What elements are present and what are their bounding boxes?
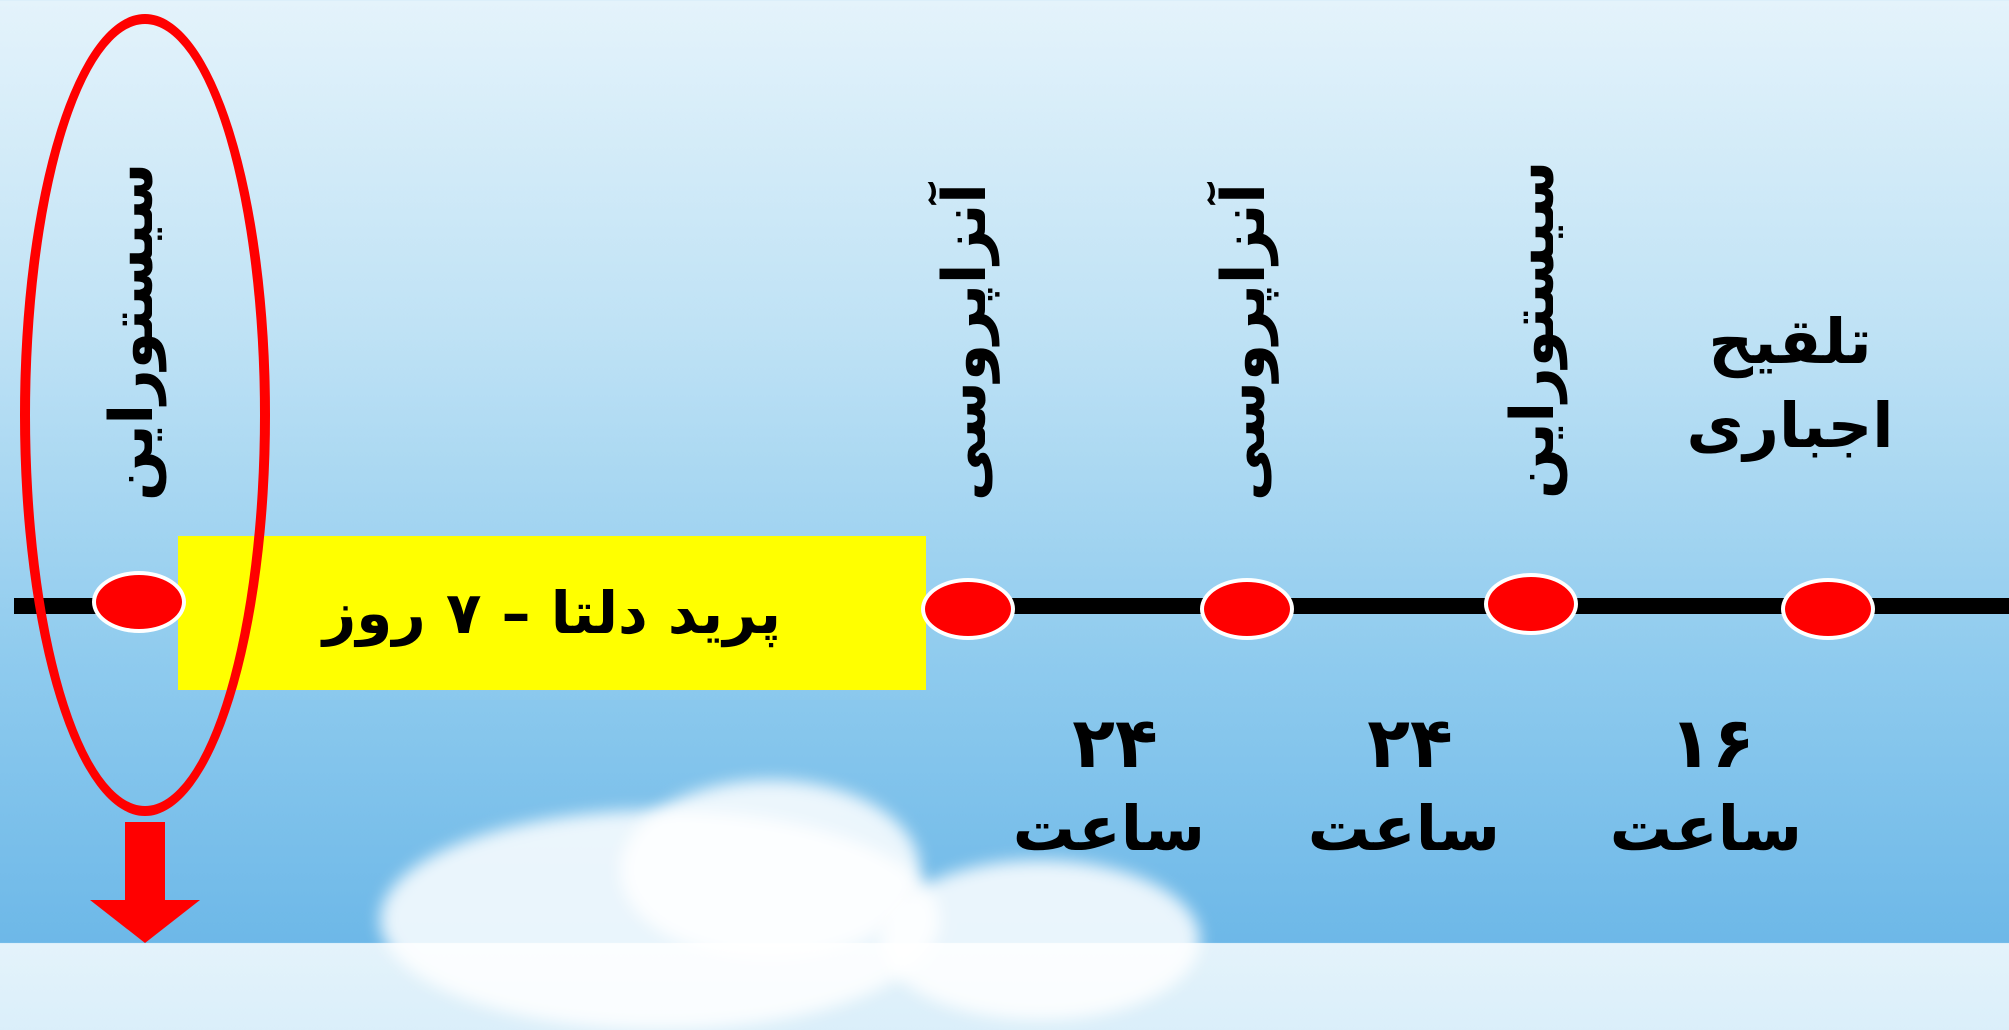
milestone-label-5-line2: اجباری [1686,389,1894,462]
milestone-dot-5 [1781,578,1875,640]
duration-1-unit: ساعت [1012,792,1205,865]
ellipse-highlight [20,14,270,816]
milestone-dot-4 [1484,573,1578,635]
milestone-dot-2 [921,578,1015,640]
duration-3-value: ۱۶ [1669,702,1755,784]
delta-period-label: پرید دلتا – ۷ روز [322,579,782,647]
duration-3-unit: ساعت [1609,792,1802,865]
duration-2-value: ۲۴ [1367,702,1453,784]
duration-2-unit: ساعت [1307,792,1500,865]
milestone-dot-3 [1200,578,1294,640]
cloud-decoration [620,780,920,960]
milestone-label-3: آنزاپروسی [1209,183,1279,501]
duration-1-value: ۲۴ [1072,702,1158,784]
duration-2: ۲۴ ساعت [1307,700,1500,872]
duration-3: ۱۶ ساعت [1609,700,1802,872]
cloud-decoration [880,860,1200,1020]
milestone-label-2: آنزاپروسی [930,183,1000,501]
milestone-label-4: سیستوراین [1498,160,1568,500]
down-arrow-icon [90,822,200,943]
delta-period-box: پرید دلتا – ۷ روز [178,536,926,690]
milestone-label-5: تلقیح اجباری [1670,300,1910,468]
milestone-label-5-line1: تلقیح [1708,305,1872,378]
duration-1: ۲۴ ساعت [1012,700,1205,872]
